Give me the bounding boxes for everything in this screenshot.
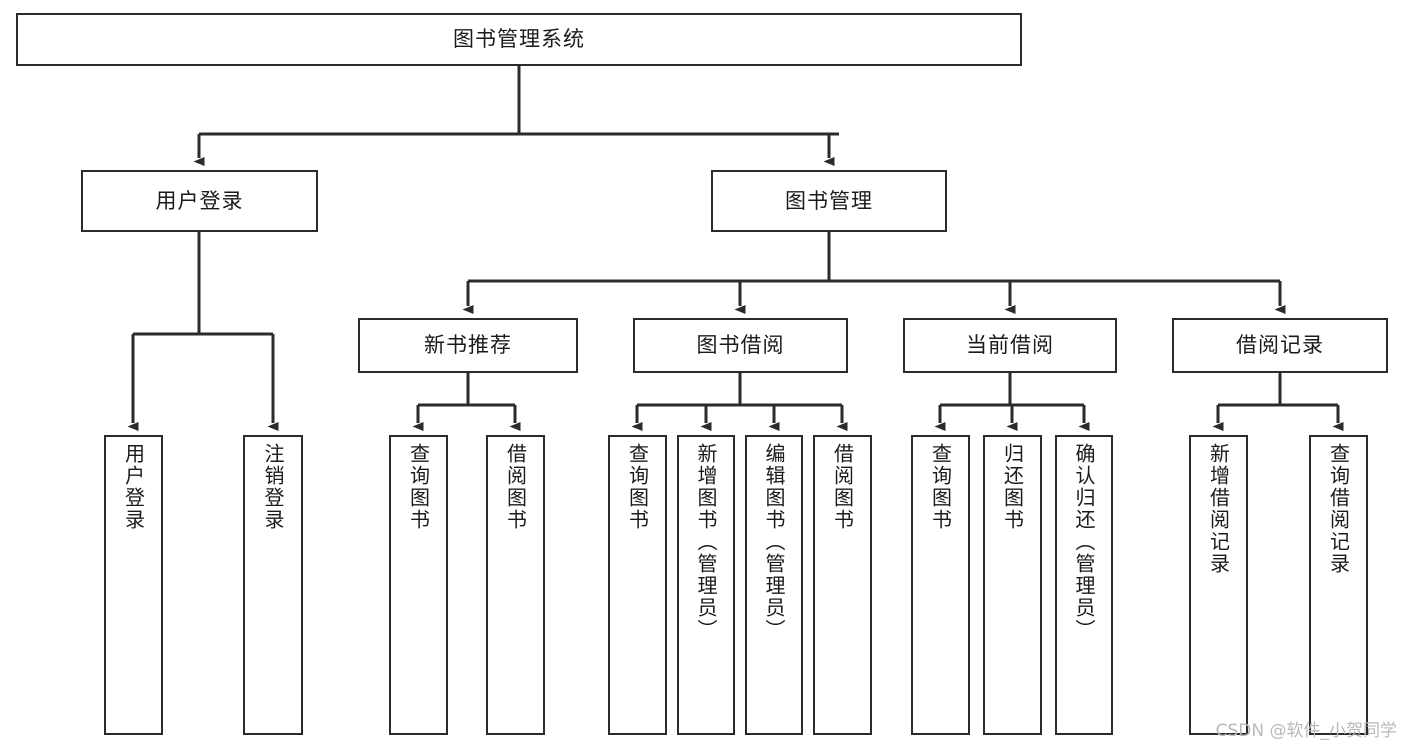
- node-leaf-query-book-3-label: 查询图书: [928, 443, 953, 531]
- edge-currentborrow-to-leaves: [934, 373, 1090, 431]
- node-leaf-query-book-2-label: 查询图书: [625, 443, 650, 531]
- node-leaf-add-borrow-record-label: 新增借阅记录: [1206, 443, 1231, 575]
- edge-userlogin-to-leaves: [127, 232, 279, 431]
- node-new-book-rec-label: 新书推荐: [424, 333, 512, 358]
- node-borrow-record[interactable]: 借阅记录: [1172, 318, 1388, 373]
- node-leaf-add-borrow-record[interactable]: 新增借阅记录: [1189, 435, 1248, 735]
- node-leaf-query-borrow-record[interactable]: 查询借阅记录: [1309, 435, 1368, 735]
- node-leaf-confirm-return-admin[interactable]: 确认归还（管理员）: [1055, 435, 1113, 735]
- node-root-label: 图书管理系统: [453, 27, 585, 52]
- node-book-borrow[interactable]: 图书借阅: [633, 318, 848, 373]
- node-leaf-borrow-book-1[interactable]: 借阅图书: [486, 435, 545, 735]
- node-leaf-add-book-admin[interactable]: 新增图书（管理员）: [677, 435, 735, 735]
- node-leaf-query-borrow-record-label: 查询借阅记录: [1326, 443, 1351, 575]
- node-leaf-user-logout-label: 注销登录: [261, 443, 285, 531]
- node-leaf-query-book-1[interactable]: 查询图书: [389, 435, 448, 735]
- edge-borrowrecord-to-leaves: [1212, 373, 1344, 431]
- node-user-login-label: 用户登录: [155, 188, 244, 213]
- node-leaf-query-book-1-label: 查询图书: [406, 443, 431, 531]
- node-leaf-borrow-book-2-label: 借阅图书: [830, 443, 855, 531]
- node-root[interactable]: 图书管理系统: [16, 13, 1022, 66]
- node-leaf-return-book[interactable]: 归还图书: [983, 435, 1042, 735]
- node-leaf-user-login[interactable]: 用户登录: [104, 435, 163, 735]
- node-leaf-add-book-admin-label: 新增图书（管理员）: [694, 443, 718, 641]
- node-leaf-query-book-2[interactable]: 查询图书: [608, 435, 667, 735]
- node-current-borrow-label: 当前借阅: [966, 333, 1054, 358]
- node-leaf-borrow-book-2[interactable]: 借阅图书: [813, 435, 872, 735]
- node-book-manage[interactable]: 图书管理: [711, 170, 947, 232]
- node-leaf-borrow-book-1-label: 借阅图书: [503, 443, 528, 531]
- edge-newbookrec-to-leaves: [412, 373, 521, 431]
- node-leaf-user-login-label: 用户登录: [121, 443, 146, 531]
- edge-bookmanage-to-level2: [462, 232, 1286, 314]
- node-leaf-query-book-3[interactable]: 查询图书: [911, 435, 970, 735]
- node-current-borrow[interactable]: 当前借阅: [903, 318, 1117, 373]
- node-leaf-user-logout[interactable]: 注销登录: [243, 435, 303, 735]
- node-book-manage-label: 图书管理: [785, 188, 873, 213]
- node-leaf-edit-book-admin[interactable]: 编辑图书（管理员）: [745, 435, 803, 735]
- node-borrow-record-label: 借阅记录: [1236, 333, 1324, 358]
- node-leaf-return-book-label: 归还图书: [1000, 443, 1025, 531]
- node-new-book-rec[interactable]: 新书推荐: [358, 318, 578, 373]
- node-book-borrow-label: 图书借阅: [696, 333, 785, 358]
- node-leaf-edit-book-admin-label: 编辑图书（管理员）: [762, 443, 786, 641]
- node-user-login[interactable]: 用户登录: [81, 170, 318, 232]
- edge-bookborrow-to-leaves: [631, 373, 848, 431]
- edge-root-to-level1: [193, 66, 839, 166]
- node-leaf-confirm-return-admin-label: 确认归还（管理员）: [1072, 443, 1096, 641]
